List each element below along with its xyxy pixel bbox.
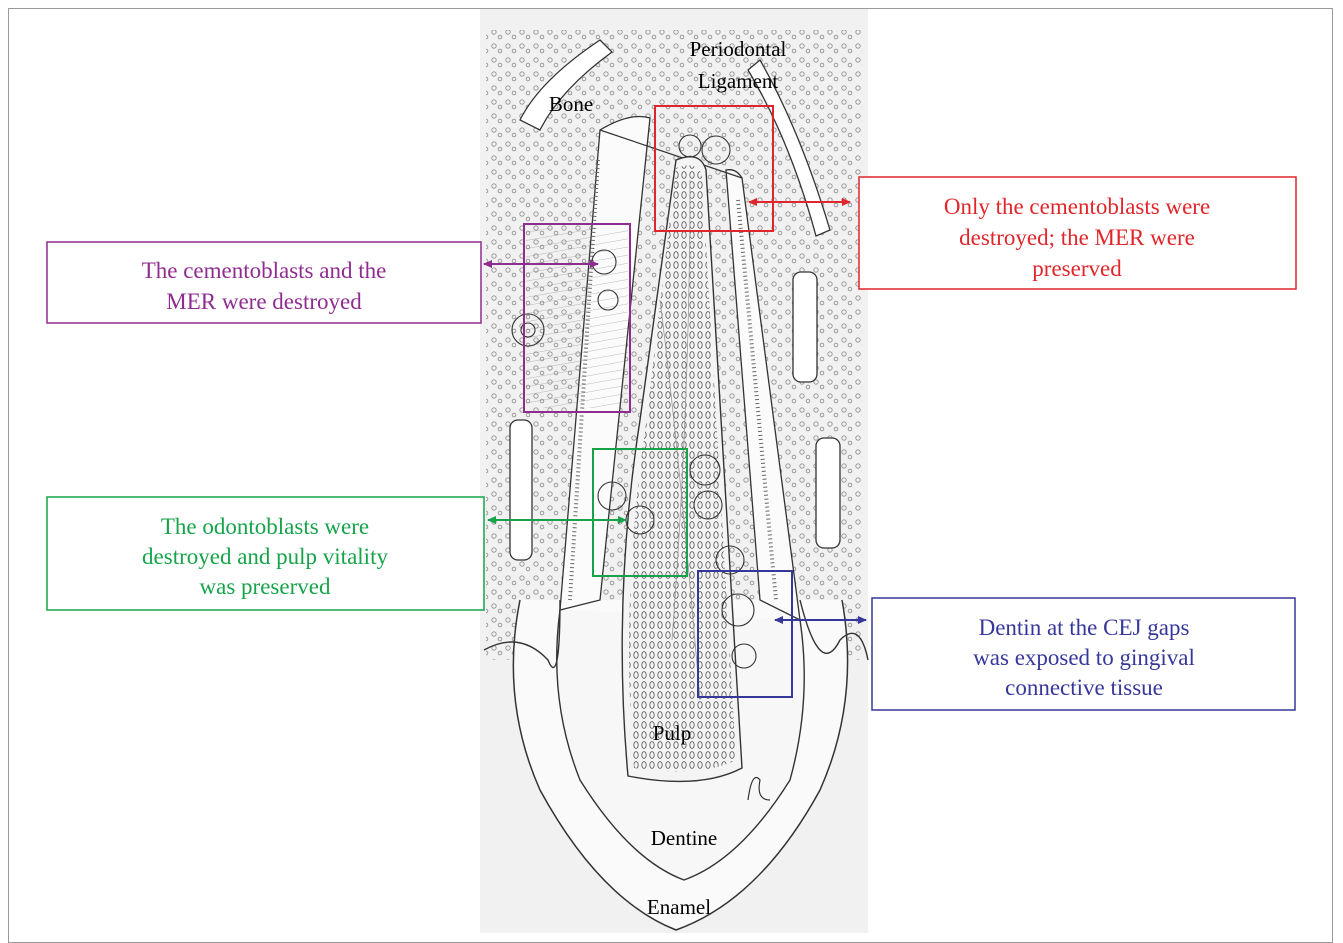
label-periodontal: Periodontal (690, 37, 787, 61)
label-dentine: Dentine (651, 826, 717, 850)
callout-text-green-line3: was preserved (200, 574, 331, 599)
fibrous-tissue (526, 228, 628, 408)
label-pulp: Pulp (653, 721, 692, 745)
label-enamel: Enamel (647, 895, 711, 919)
callout-text-blue-line3: connective tissue (1005, 675, 1163, 700)
callout-text-green-line1: The odontoblasts were (161, 514, 369, 539)
callout-text-purple-line2: MER were destroyed (166, 289, 362, 314)
bone-segment (510, 420, 532, 560)
label-bone: Bone (549, 92, 593, 116)
callout-text-blue-line2: was exposed to gingival (973, 645, 1195, 670)
callout-text-red-line3: preserved (1032, 256, 1122, 281)
bone-segment (793, 272, 817, 382)
callout-text-purple-line1: The cementoblasts and the (142, 258, 387, 283)
callout-text-green-line2: destroyed and pulp vitality (142, 544, 388, 569)
callout-text-red-line2: destroyed; the MER were (959, 225, 1195, 250)
bone-segment (816, 438, 840, 548)
callout-text-blue-line1: Dentin at the CEJ gaps (979, 615, 1190, 640)
callout-text-red-line1: Only the cementoblasts were (944, 194, 1210, 219)
label-ligament: Ligament (698, 69, 779, 93)
